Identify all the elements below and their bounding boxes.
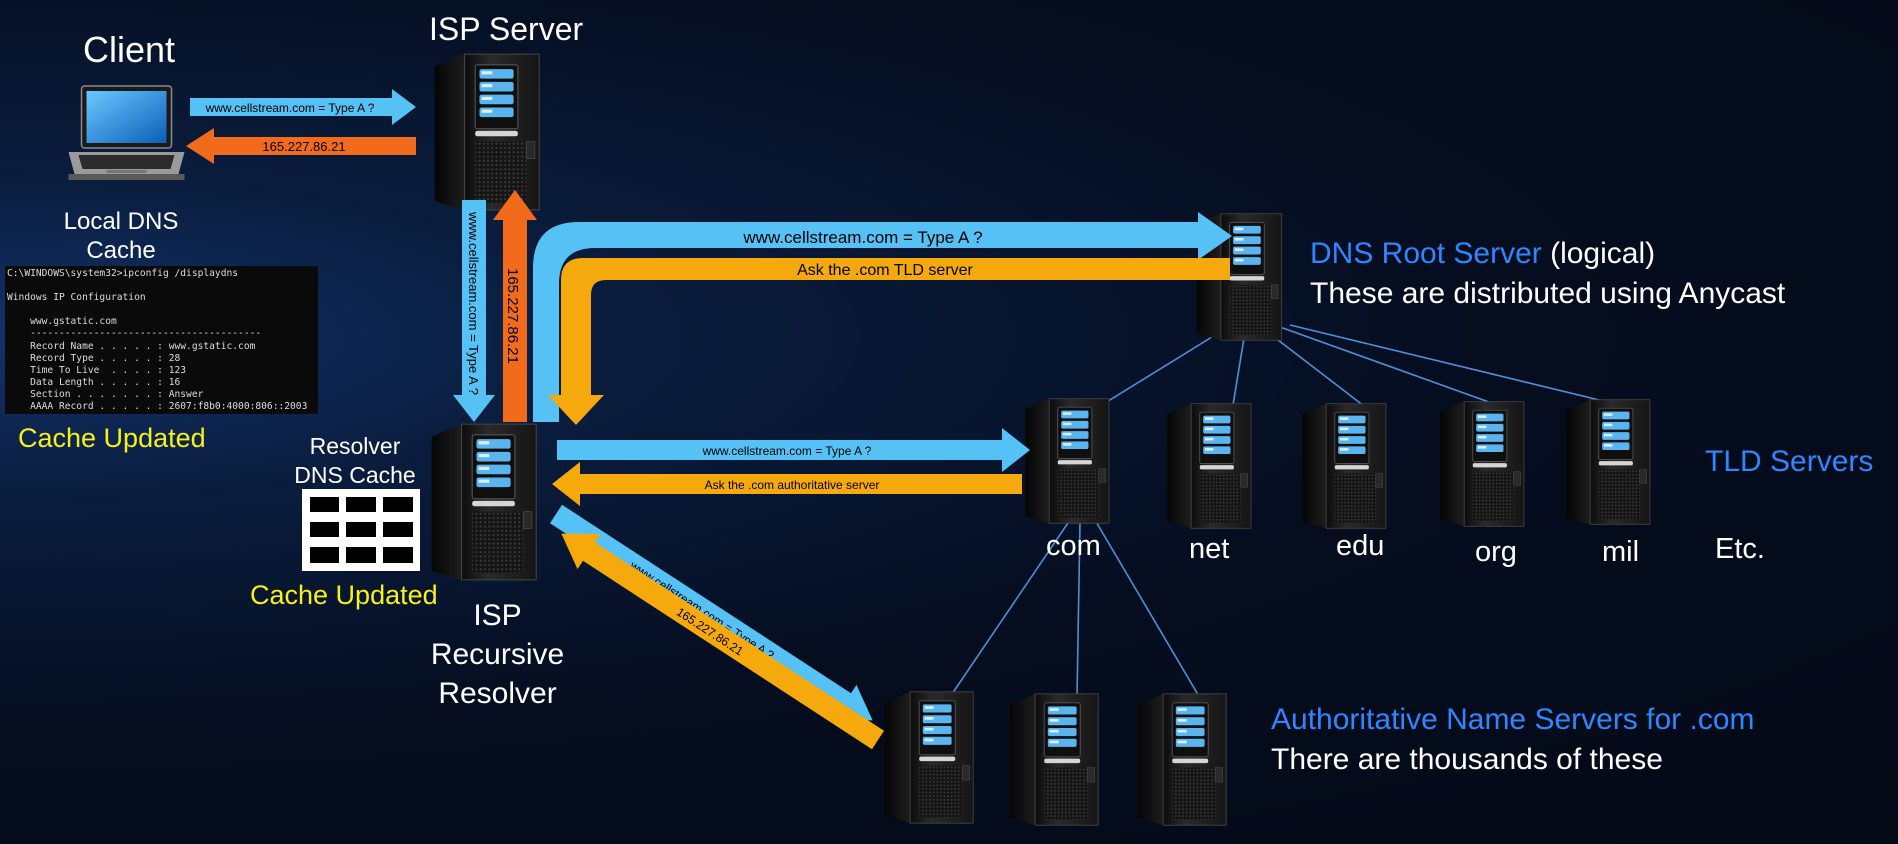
link-root-edu — [1264, 329, 1365, 407]
arrow-tld-answer — [552, 462, 1022, 506]
arrow-client-query — [190, 89, 416, 125]
resolver-cache-table-icon — [302, 489, 420, 571]
auth-server-2 — [1009, 693, 1099, 826]
arrow-auth-answer — [561, 533, 885, 750]
auth-server-3 — [1137, 693, 1227, 826]
arrow-client-answer-label: 165.227.86.21 — [262, 139, 345, 154]
link-root-org — [1279, 326, 1501, 407]
arrow-isp-down-label: www.cellstream.com = Type A ? — [466, 211, 481, 395]
ipconfig-terminal: C:\WINDOWS\system32>ipconfig /displaydns… — [5, 266, 318, 414]
tld-label-etc: Etc. — [1715, 533, 1765, 565]
auth-servers-subtitle: There are thousands of these — [1271, 743, 1663, 776]
client-cache-updated-label: Cache Updated — [18, 423, 206, 453]
resolver-cache-updated-label: Cache Updated — [250, 580, 438, 610]
arrow-tld-query-label: www.cellstream.com = Type A ? — [702, 444, 872, 458]
arrow-root-query — [533, 212, 1232, 422]
root-server-logical: (logical) — [1541, 237, 1656, 270]
arrow-tld-query — [557, 428, 1030, 472]
isp-server — [434, 53, 540, 211]
root-server-name: DNS Root Server — [1310, 237, 1542, 270]
arrow-root-query-label: www.cellstream.com = Type A ? — [742, 228, 982, 247]
arrow-isp-up-label: 165.227.86.21 — [504, 268, 521, 364]
arrow-isp-down-query — [453, 200, 495, 422]
arrow-auth-query — [549, 504, 873, 721]
arrow-client-answer — [186, 128, 416, 164]
arrow-client-query-label: www.cellstream.com = Type A ? — [205, 101, 375, 115]
tld-server-mil — [1565, 399, 1651, 525]
local-dns-cache-label: Local DNS Cache — [63, 208, 179, 264]
root-server-title: DNS Root Server (logical) — [1310, 237, 1655, 271]
client-label: Client — [83, 29, 176, 70]
link-root-com — [1104, 331, 1221, 404]
terminal-output: C:\WINDOWS\system32>ipconfig /displaydns… — [7, 268, 308, 413]
link-root-mil — [1289, 324, 1625, 407]
tld-server-com — [1024, 398, 1110, 524]
arrow-tld-answer-label: Ask the .com authoritative server — [705, 478, 880, 492]
client-laptop — [67, 85, 186, 181]
tld-label-net: net — [1189, 533, 1230, 565]
root-server-subtitle: These are distributed using Anycast — [1310, 277, 1786, 310]
tld-label-org: org — [1475, 536, 1517, 568]
resolver-dns-cache-label: Resolver DNS Cache — [294, 433, 416, 488]
isp-server-label: ISP Server — [429, 11, 584, 47]
link-com-auth3 — [1094, 519, 1201, 699]
isp-recursive-resolver-server — [431, 423, 537, 581]
tree-links — [951, 324, 1625, 699]
arrow-isp-up-answer — [493, 190, 537, 422]
tld-label-edu: edu — [1336, 530, 1385, 562]
auth-servers-title: Authoritative Name Servers for .com — [1271, 703, 1755, 736]
arrow-root-answer-label: Ask the .com TLD server — [797, 262, 973, 279]
link-com-auth2 — [1076, 521, 1081, 699]
arrow-root-answer — [548, 258, 1230, 425]
tld-server-edu — [1301, 403, 1387, 529]
auth-server-1 — [884, 691, 974, 824]
isp-recursive-resolver-label: ISP Recursive Resolver — [430, 599, 565, 710]
tld-server-org — [1439, 401, 1525, 527]
link-com-auth1 — [951, 519, 1071, 695]
tld-servers-label: TLD Servers — [1705, 445, 1874, 478]
link-root-net — [1232, 331, 1246, 406]
tld-label-mil: mil — [1602, 536, 1640, 568]
tld-server-net — [1166, 403, 1252, 529]
tld-label-com: com — [1046, 530, 1101, 562]
